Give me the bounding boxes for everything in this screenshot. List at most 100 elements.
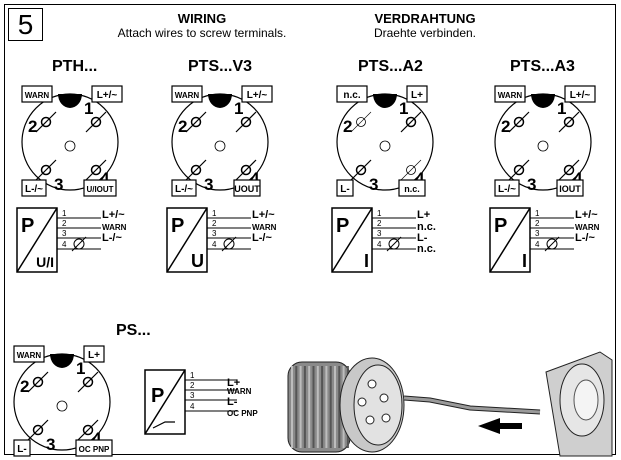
heading-german-title: VERDRAHTUNG	[374, 11, 476, 26]
model-2-label-top-left: n.c.	[343, 90, 360, 101]
model-1-label-bottom-right-box	[233, 179, 261, 197]
model-3-wire-3-number: 3	[535, 229, 540, 238]
model-1-wire-label-3: L-/~	[252, 232, 272, 244]
model-4-wire-2-number: 2	[190, 381, 195, 390]
model-0-center-hole	[64, 140, 76, 152]
model-0-block-input: P	[21, 215, 34, 237]
model-4-label-top-left-box	[13, 345, 45, 363]
model-4-pin-3-slash	[27, 419, 49, 441]
model-2-pin-1-number: 1	[399, 99, 408, 118]
model-3-pin-1-number: 1	[557, 99, 566, 118]
model-4-label-bottom-left: L-	[17, 444, 26, 455]
model-0-wire-2-number: 2	[62, 219, 67, 228]
model-3-center-hole	[537, 140, 549, 152]
model-2-block-output: I	[364, 251, 369, 271]
model-0-block-output: U/I	[36, 254, 54, 270]
model-1-block-diagonal	[166, 207, 208, 273]
model-3-pin-3-number: 3	[527, 175, 536, 194]
model-1-block-input: P	[171, 215, 184, 237]
model-3-wire-label-3: L-/~	[575, 232, 595, 244]
model-1-pin-1-slash	[235, 111, 257, 133]
model-0-wire-label-3: L-/~	[102, 232, 122, 244]
model-4-wire-1-number: 1	[190, 371, 195, 380]
model-2-pin-2-slash	[350, 111, 372, 133]
model-label-pth: PTH...	[52, 58, 98, 75]
model-4-pin-1-number: 1	[76, 359, 85, 378]
model-0-pin-2-number: 2	[28, 117, 37, 136]
model-1-center-hole	[214, 140, 226, 152]
insert-direction-arrow	[478, 418, 522, 434]
model-3-label-bottom-left: L-/~	[498, 184, 516, 195]
model-1-label-top-left: WARN	[175, 91, 200, 100]
model-0-label-top-right: L+/~	[97, 90, 118, 101]
model-0-wire-1-number: 1	[62, 209, 67, 218]
model-4-pin-3-number: 3	[46, 435, 55, 454]
model-4-key-notch	[50, 354, 74, 368]
model-3-pin-3-slash	[508, 159, 530, 181]
model-1-pin-3-number: 3	[204, 175, 213, 194]
model-2-label-bottom-right-box	[398, 179, 426, 197]
model-2-wire-label-2: n.c.	[417, 221, 436, 233]
model-3-label-top-right-box	[564, 85, 596, 103]
model-1-label-top-right-box	[241, 85, 273, 103]
model-3-pin-4-number: 4	[573, 169, 583, 188]
model-1-key-notch	[208, 94, 232, 108]
model-3-wire-1-number: 1	[535, 209, 540, 218]
model-1-label-top-right: L+/~	[247, 90, 268, 101]
model-3-block-input: P	[494, 215, 507, 237]
model-3-pin-2-slash	[508, 111, 530, 133]
model-0-wire-label-2: WARN	[102, 223, 127, 232]
model-0-load-arrow	[71, 236, 87, 252]
model-label-pts-a3: PTS...A3	[510, 58, 575, 75]
model-2-pin-3-number: 3	[369, 175, 378, 194]
model-1-pin-3-slash	[185, 159, 207, 181]
model-0-wire-4-number: 4	[62, 240, 67, 249]
model-2-label-bottom-left: L-	[340, 184, 349, 195]
model-1-label-bottom-right: UOUT	[234, 184, 260, 194]
model-4-block-diagonal	[144, 369, 186, 435]
plug-screw-hole-4	[365, 415, 375, 425]
model-0-label-top-left-box	[21, 85, 53, 103]
model-4-label-top-right: L+	[88, 350, 100, 361]
model-3-pin-4-slash	[558, 159, 580, 181]
model-4-wire-label-4: OC PNP	[227, 409, 258, 418]
model-1-label-top-left-box	[171, 85, 203, 103]
model-3-wire-label-2: WARN	[575, 223, 600, 232]
model-1-pin-2-number: 2	[178, 117, 187, 136]
step-number: 5	[8, 8, 43, 41]
model-label-ps: PS...	[116, 322, 151, 339]
model-2-key-notch	[373, 94, 397, 108]
model-3-wire-2-number: 2	[535, 219, 540, 228]
model-2-label-top-right-box	[406, 85, 428, 103]
model-3-pin-1-slash	[558, 111, 580, 133]
model-1-wire-2-number: 2	[212, 219, 217, 228]
plug-screw-hole-5	[381, 413, 391, 423]
model-0-pin-3-slash	[35, 159, 57, 181]
model-0-pin-4-number: 4	[100, 169, 110, 188]
model-3-label-bottom-right-box	[556, 179, 584, 197]
heading-english-title: WIRING	[177, 11, 227, 26]
model-0-label-bottom-left-box	[21, 179, 47, 197]
device-socket-inner	[573, 379, 599, 421]
model-2-pin-2-number: 2	[343, 117, 352, 136]
cable-plug-illustration	[287, 351, 613, 457]
model-4-label-bottom-right-box	[75, 439, 113, 457]
model-2-wire-4-number: 4	[377, 240, 382, 249]
model-4-pin-4-number: 4	[92, 429, 102, 448]
cable-sheath	[403, 396, 541, 414]
heading-german-subtitle: Draehte verbinden.	[373, 26, 477, 40]
model-2-pin-1-slash	[400, 111, 422, 133]
model-1-label-bottom-left-box	[171, 179, 197, 197]
model-1-label-bottom-left: L-/~	[175, 184, 193, 195]
plug-screw-hole-3	[379, 393, 389, 403]
model-4-block-input: P	[151, 385, 164, 407]
model-1-pin-4-slash	[235, 159, 257, 181]
model-1-wire-label-1: L+/~	[252, 209, 275, 221]
model-4-pin-2-slash	[27, 371, 49, 393]
model-3-label-top-left-box	[494, 85, 526, 103]
model-4-pin-2-number: 2	[20, 377, 29, 396]
model-3-block-diagonal	[489, 207, 531, 273]
model-4-switch-symbol	[152, 421, 175, 429]
model-3-label-top-left: WARN	[498, 91, 523, 100]
model-0-wire-label-1: L+/~	[102, 209, 125, 221]
